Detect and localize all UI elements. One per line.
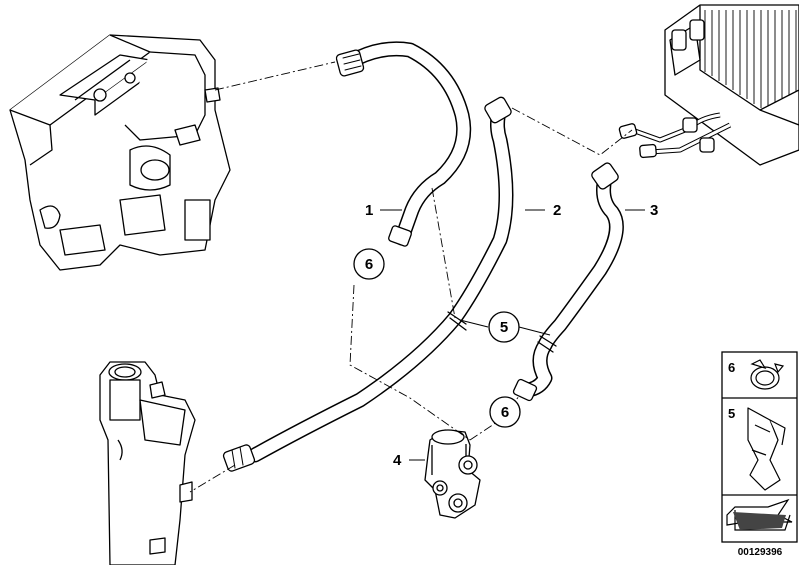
callout-1: 1 bbox=[365, 202, 373, 219]
callout-4: 4 bbox=[393, 452, 402, 469]
callout-5: 5 bbox=[500, 319, 508, 336]
callout-5-circle: 5 bbox=[488, 311, 520, 343]
expansion-tank bbox=[99, 361, 196, 565]
valve-4 bbox=[424, 429, 481, 519]
callout-6-top-circle: 6 bbox=[353, 248, 385, 280]
bracket-clip-icon bbox=[747, 407, 786, 491]
document-id: 00129396 bbox=[738, 547, 783, 558]
engine-block bbox=[9, 34, 231, 271]
hose-clamp-icon bbox=[750, 359, 785, 390]
legend-item-6-number: 6 bbox=[728, 360, 735, 375]
leader-lines bbox=[189, 61, 633, 493]
callout-6-bottom: 6 bbox=[501, 404, 509, 421]
callout-lines bbox=[380, 209, 645, 461]
legend-box: 6 5 bbox=[721, 351, 798, 543]
callout-6-top: 6 bbox=[365, 256, 373, 273]
heater-core bbox=[618, 4, 799, 166]
callout-3: 3 bbox=[650, 202, 658, 219]
legend-item-5-number: 5 bbox=[728, 406, 735, 421]
hose-1 bbox=[335, 41, 472, 247]
arrow-icon bbox=[726, 498, 793, 531]
callout-6-bottom-circle: 6 bbox=[489, 396, 521, 428]
hose-2 bbox=[222, 96, 514, 472]
hose-3 bbox=[512, 162, 624, 402]
callout-2: 2 bbox=[553, 202, 561, 219]
